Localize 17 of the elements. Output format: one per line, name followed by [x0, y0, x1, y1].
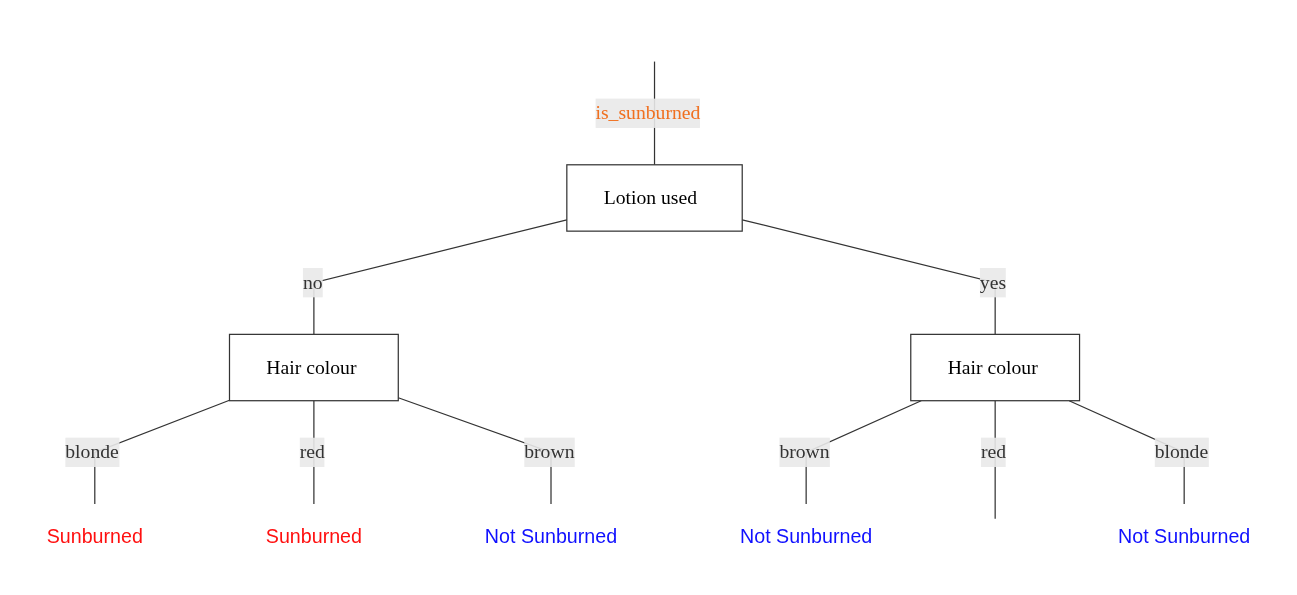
edge-label: yes	[979, 271, 1007, 293]
node-box: Hair colour	[910, 333, 1081, 402]
edge-label: is_sunburned	[595, 102, 701, 124]
edge-label: blonde	[1154, 441, 1209, 463]
edge-label: red	[980, 441, 1007, 463]
edge-label: no	[302, 271, 323, 293]
edge-label: brown	[779, 441, 830, 463]
edge-label: red	[299, 441, 325, 463]
node-text: Not Sunburned	[484, 526, 618, 547]
node-text: Sunburned	[46, 526, 143, 547]
node-box: Lotion used	[566, 164, 743, 232]
node-box: Hair colour	[228, 333, 399, 402]
node-text: Not Sunburned	[740, 526, 873, 547]
edge-label: blonde	[65, 441, 119, 463]
node-text: Not Sunburned	[1118, 526, 1251, 547]
node-text: Sunburned	[265, 526, 362, 547]
edge-label: brown	[524, 441, 575, 463]
